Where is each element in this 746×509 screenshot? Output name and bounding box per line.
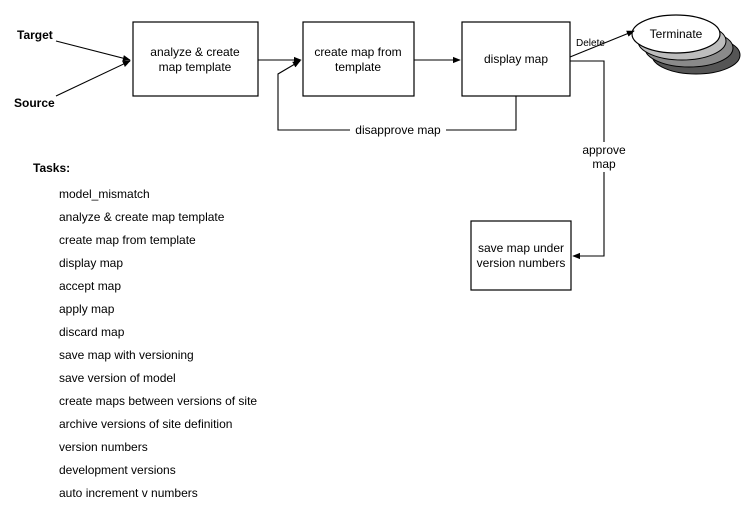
task-item: discard map — [59, 325, 125, 339]
terminate-node[interactable]: Terminate — [631, 14, 741, 75]
task-item: version numbers — [59, 440, 148, 454]
save-map-versions-node[interactable]: save map under version numbers — [470, 220, 572, 291]
analyze-create-template-node[interactable]: analyze & create map template — [132, 21, 259, 97]
task-item: apply map — [59, 302, 115, 316]
create-map-from-template-node[interactable]: create map from template — [302, 21, 415, 97]
delete-edge-label: Delete — [576, 38, 605, 49]
create-node-label-line1: create map from — [314, 45, 401, 59]
source-arrow — [55, 60, 131, 97]
display-map-node[interactable]: display map — [461, 21, 571, 97]
task-item: create map from template — [59, 233, 196, 247]
analyze-node-label-line1: analyze & create — [150, 45, 240, 59]
approve-label-bg — [580, 142, 630, 172]
create-node-label-line2: template — [335, 60, 381, 74]
save-node-label-line2: version numbers — [477, 256, 566, 270]
task-item: model_mismatch — [59, 187, 150, 201]
source-label: Source — [14, 96, 55, 110]
target-arrow — [55, 40, 131, 62]
task-item: accept map — [59, 279, 122, 293]
task-item: create maps between versions of site — [59, 394, 258, 408]
save-node-label-line1: save map under — [478, 241, 564, 255]
disapprove-label-bg — [350, 122, 446, 138]
terminate-label: Terminate — [650, 27, 703, 41]
task-item: development versions — [59, 463, 176, 477]
task-item: save version of model — [59, 371, 176, 385]
analyze-node-label-line2: map template — [159, 60, 232, 74]
task-item: save map with versioning — [59, 348, 194, 362]
display-node-label: display map — [484, 52, 548, 66]
tasks-list: model_mismatch analyze & create map temp… — [59, 186, 257, 508]
task-item: display map — [59, 256, 124, 270]
task-item: auto increment v numbers — [59, 486, 198, 500]
target-label: Target — [17, 28, 53, 42]
tasks-heading: Tasks: — [33, 161, 71, 175]
task-item: archive versions of site definition — [59, 417, 233, 431]
disapprove-edge — [277, 60, 517, 131]
approve-edge-label-line1: approve — [582, 143, 626, 157]
approve-edge-label-line2: map — [592, 157, 616, 171]
disapprove-edge-label: disapprove map — [355, 123, 441, 137]
task-item: analyze & create map template — [59, 210, 225, 224]
delete-edge — [569, 30, 635, 58]
